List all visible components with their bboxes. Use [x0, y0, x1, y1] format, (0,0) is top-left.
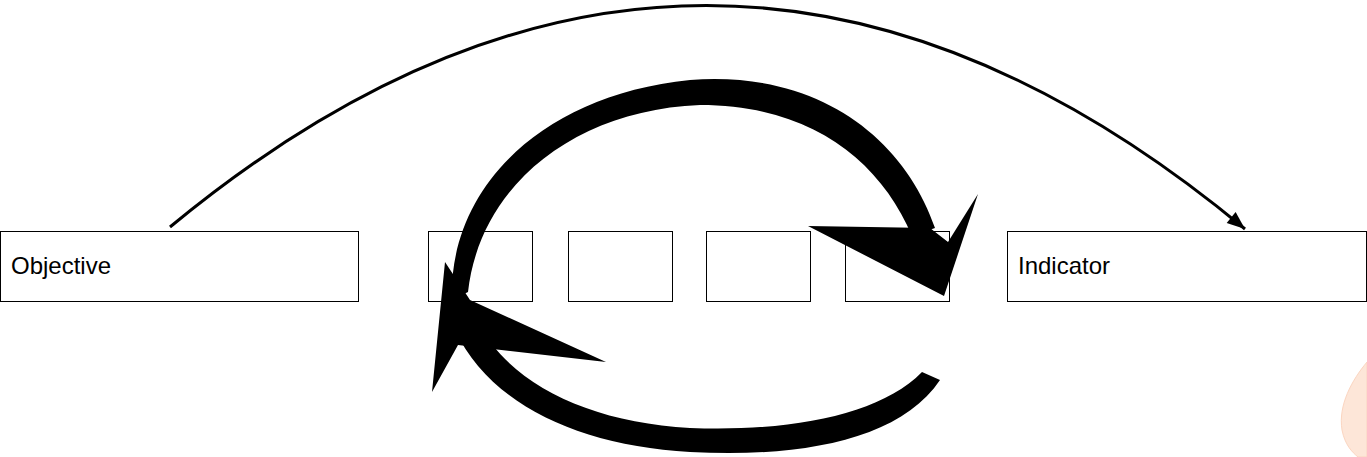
- cycle-arrowhead-top: [808, 194, 978, 296]
- arc-connector: [170, 5, 1245, 229]
- process-box: Objective: [0, 231, 359, 302]
- cycle-arrow-top: [452, 79, 935, 300]
- process-box: Indicator: [1007, 231, 1367, 302]
- empty-step-box: [707, 232, 811, 302]
- cycle-arrowhead-bottom: [432, 262, 606, 392]
- empty-step-box: [569, 232, 673, 302]
- node-label: Objective: [11, 252, 111, 281]
- watermark-flame: [1341, 362, 1367, 457]
- cycle-arrows: [432, 79, 978, 453]
- connector-line: [170, 5, 1245, 229]
- node-label: Indicator: [1018, 252, 1110, 281]
- arrowhead: [1227, 212, 1245, 229]
